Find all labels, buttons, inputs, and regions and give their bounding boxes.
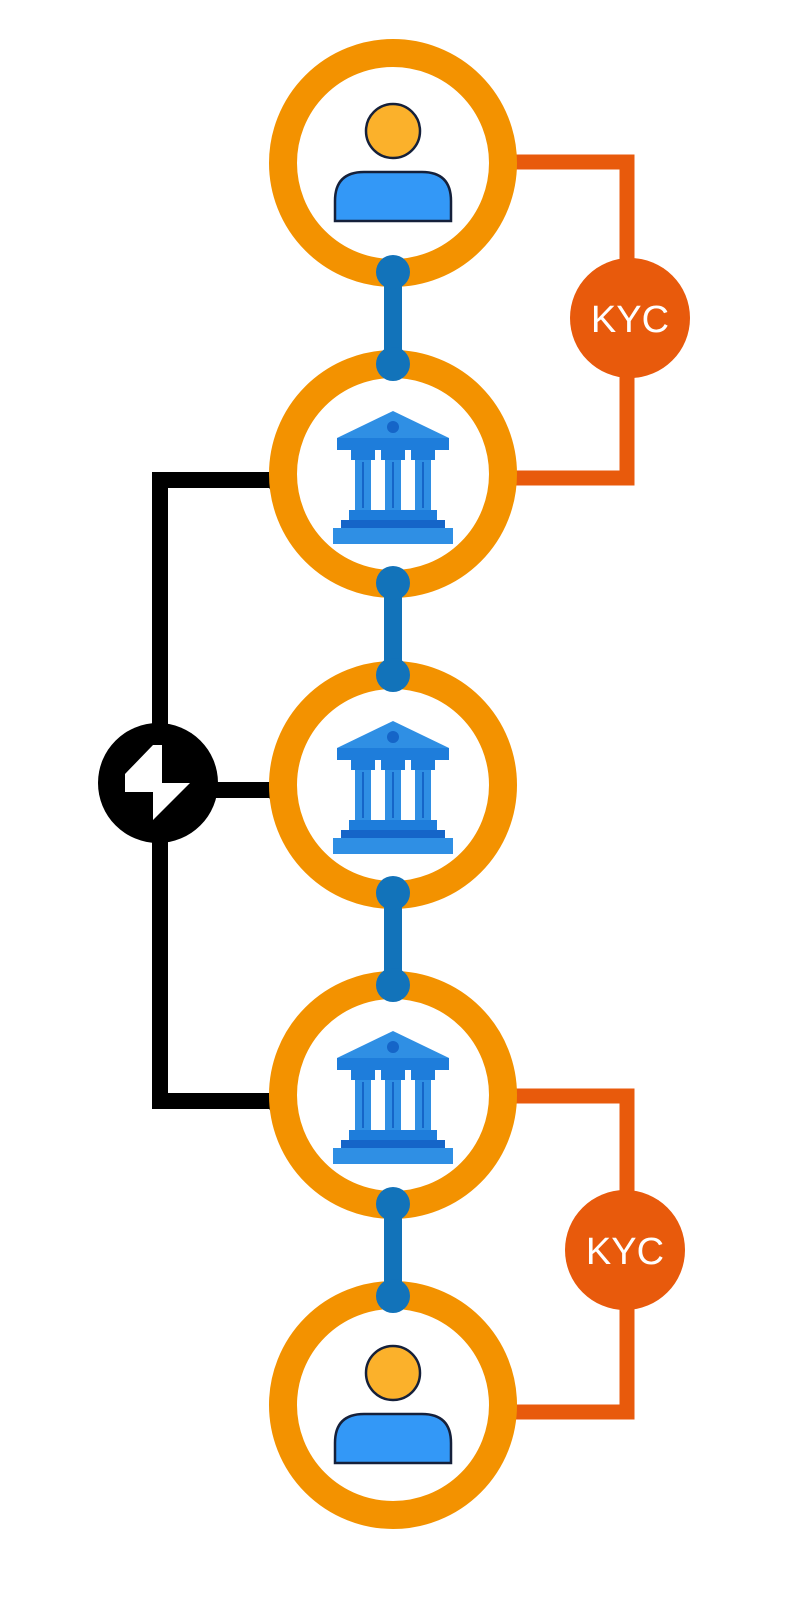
- person-icon: [333, 1344, 453, 1465]
- kyc-badge-bottom[interactable]: KYC: [565, 1190, 685, 1310]
- node-user-bottom[interactable]: [269, 1281, 517, 1529]
- kyc-badge-label: KYC: [591, 299, 669, 341]
- person-icon: [333, 102, 453, 223]
- chain-links: [376, 255, 410, 1313]
- node-user-top[interactable]: [269, 39, 517, 287]
- kyc-badge-top[interactable]: KYC: [570, 258, 690, 378]
- lightning-bolt-icon: [125, 745, 190, 820]
- kyc-badge-label: KYC: [586, 1231, 664, 1273]
- hub-node[interactable]: [98, 723, 218, 843]
